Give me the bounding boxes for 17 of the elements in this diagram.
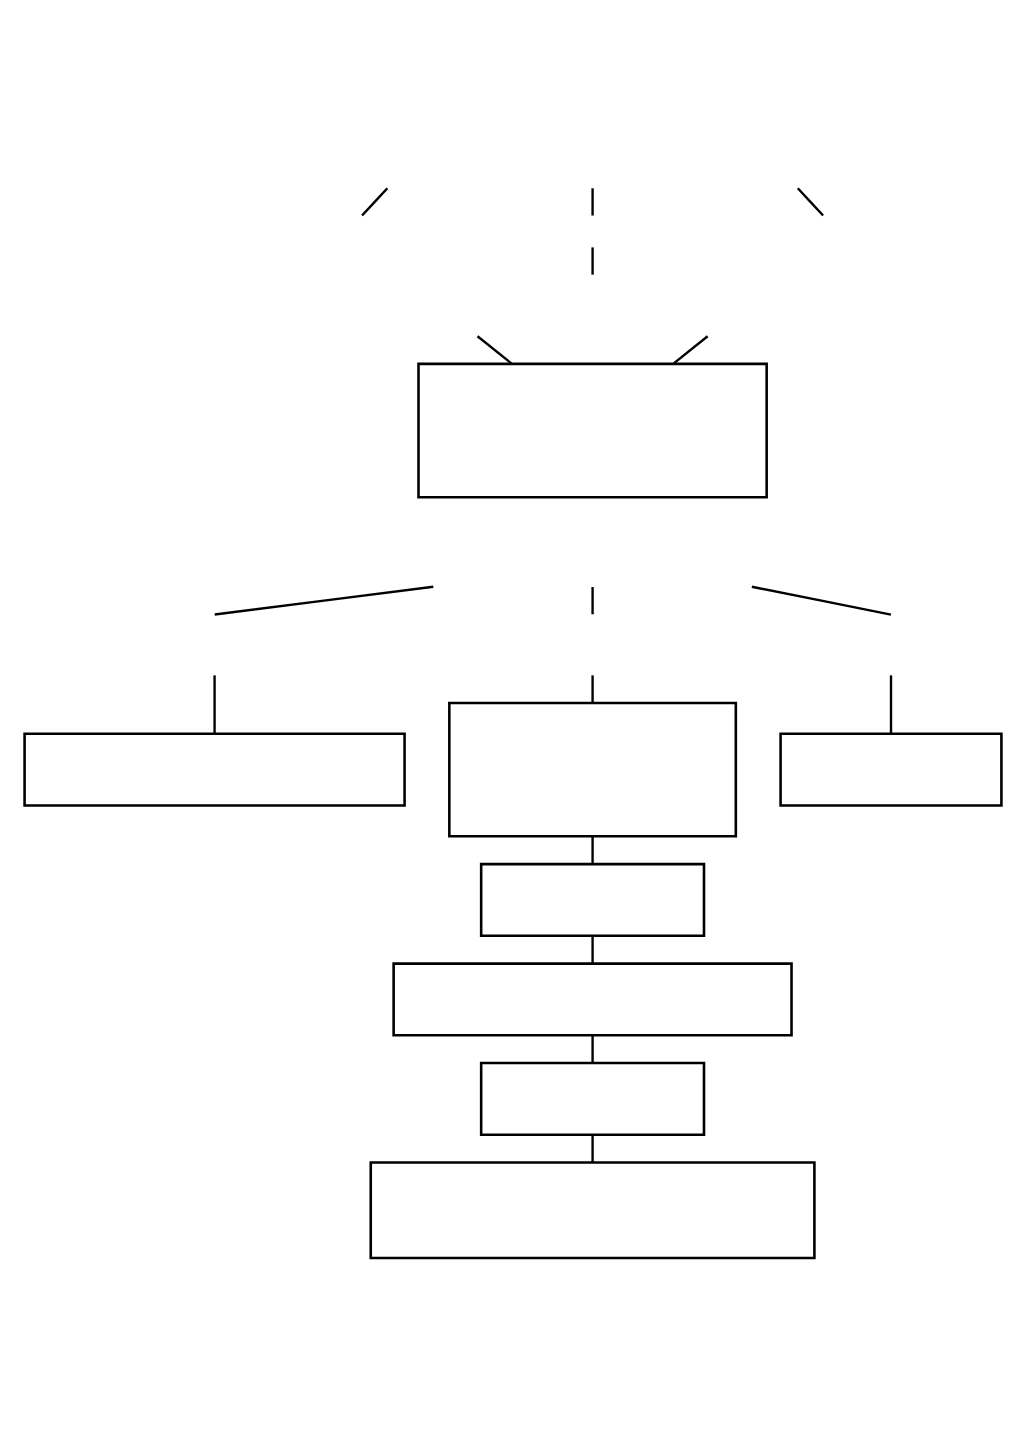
node-box (448, 700, 738, 837)
connector (591, 836, 594, 863)
connector (591, 1034, 594, 1063)
connector (476, 334, 513, 364)
connector (591, 1133, 594, 1161)
connector (591, 934, 594, 963)
node-box (369, 1160, 816, 1259)
node-box (23, 731, 406, 806)
node-box (479, 861, 706, 937)
node-box (779, 731, 1003, 806)
connector (213, 674, 216, 733)
node-box (479, 1060, 706, 1135)
connector (889, 674, 893, 733)
connector (673, 334, 709, 364)
node-box (417, 361, 768, 498)
node-box (392, 961, 793, 1036)
connector (591, 674, 594, 702)
